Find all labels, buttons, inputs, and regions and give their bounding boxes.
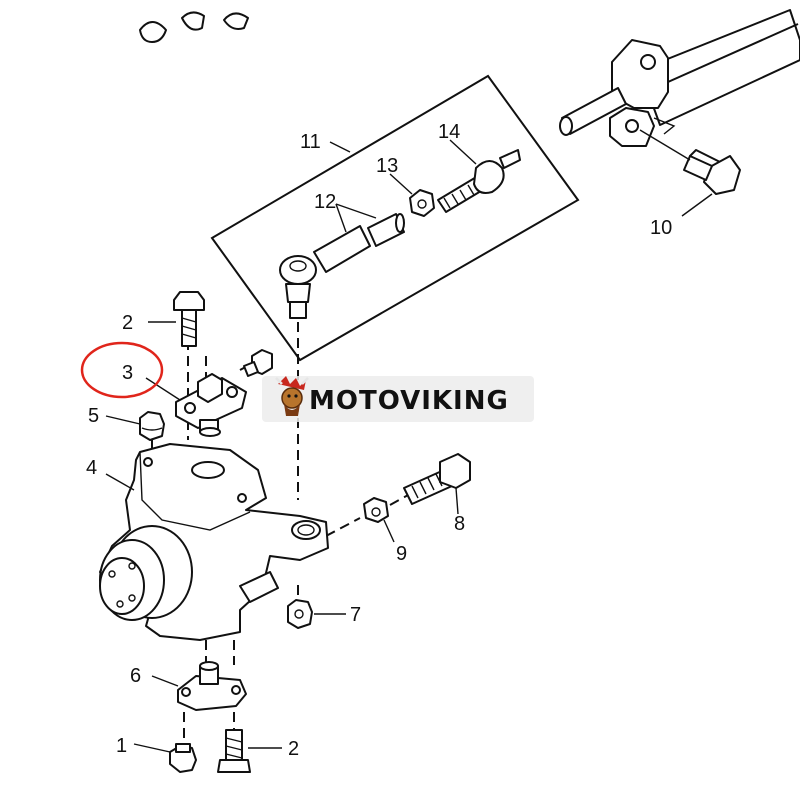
top-cropped-parts [139,11,249,43]
tie-rod-end-part-14 [437,149,521,213]
grease-fitting [243,349,273,377]
nut-part-9 [363,497,389,523]
label-part-12: 12 [314,191,336,213]
steering-cylinder [559,9,800,147]
watermark-text: MOTOVIKING [309,386,509,416]
label-part-1: 1 [116,735,127,757]
label-part-5: 5 [88,405,99,427]
label-part-2-top: 2 [122,312,133,334]
lower-arm-part-6 [177,661,247,711]
leader-lines [105,139,713,753]
label-part-2-bottom: 2 [288,738,299,760]
nut-part-13 [409,189,435,217]
bolt-part-2-top [173,291,205,347]
label-part-10: 10 [650,217,672,239]
sleeve-part-12 [313,213,405,273]
label-part-14: 14 [438,121,460,143]
bolt-part-8 [403,453,471,505]
label-part-7: 7 [350,604,361,626]
label-part-11: 11 [300,131,321,153]
watermark-background [262,376,534,422]
bolt-part-10 [639,129,741,195]
highlight-circle [80,341,164,399]
watermark: MOTOVIKING [262,376,534,422]
nut-part-7 [287,599,313,629]
label-part-9: 9 [396,543,407,565]
label-part-4: 4 [86,457,97,479]
label-part-8: 8 [454,513,465,535]
nut-part-5 [139,411,165,441]
ball-joint [279,255,317,319]
tie-rod-assembly-frame [210,74,580,362]
part-labels: 2 3 5 4 6 1 2 7 9 8 10 11 12 13 14 [86,121,672,760]
steering-knuckle-part-4 [99,443,329,641]
steering-arm-part-3 [175,373,247,437]
label-part-3: 3 [122,362,133,384]
bolt-part-1 [169,743,197,773]
label-part-13: 13 [376,155,398,177]
viking-mascot-icon [275,376,309,416]
label-part-6: 6 [130,665,141,687]
bolt-part-2-bottom [217,729,251,773]
